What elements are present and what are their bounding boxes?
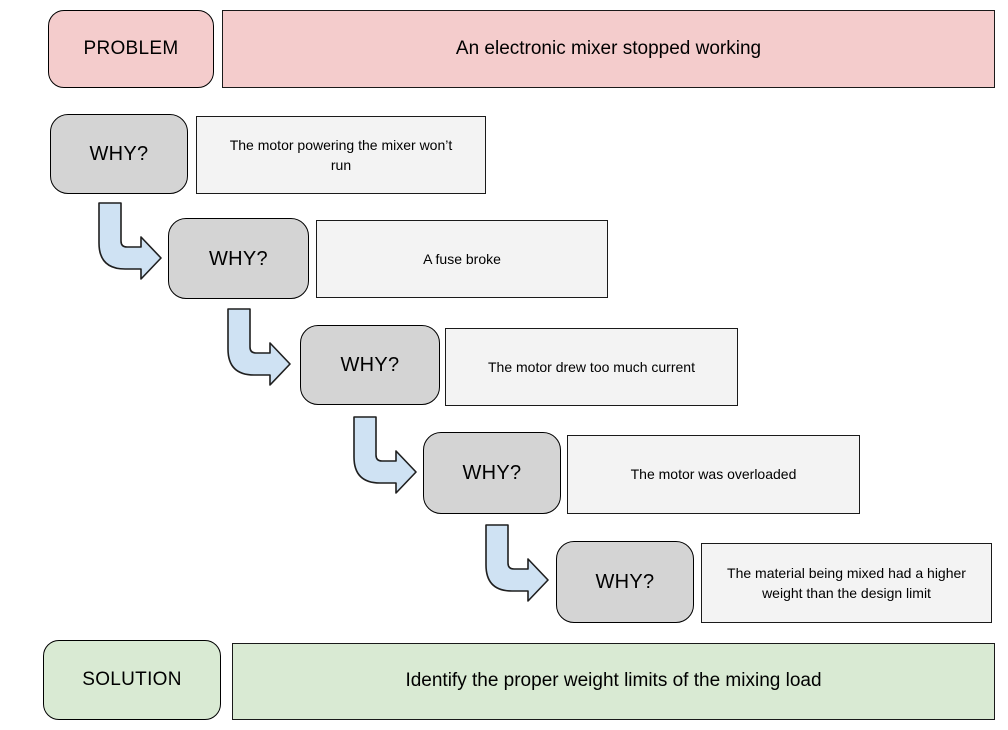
why-2-label: WHY? xyxy=(209,247,268,270)
bent-arrow-icon-1 xyxy=(97,202,163,280)
problem-text: An electronic mixer stopped working xyxy=(455,37,762,59)
why-5-label: WHY? xyxy=(595,571,655,593)
bent-arrow-icon-3 xyxy=(352,416,418,494)
why-1-answer-box: The motor powering the mixer won’t run xyxy=(196,116,486,194)
why-4-answer: The motor was overloaded xyxy=(630,466,797,483)
why-2-answer-box: A fuse broke xyxy=(316,220,608,298)
solution-text: Identify the proper weight limits of the… xyxy=(405,670,822,692)
why-5-answer-box: The material being mixed had a higher we… xyxy=(701,543,992,623)
why-2-answer: A fuse broke xyxy=(423,250,501,267)
why-1-label-box: WHY? xyxy=(50,114,188,194)
why-4-label-box: WHY? xyxy=(423,432,561,514)
problem-text-box: An electronic mixer stopped working xyxy=(222,10,995,88)
problem-label: PROBLEM xyxy=(83,37,179,59)
bent-arrow-icon-4 xyxy=(484,524,550,602)
why-1-answer: The motor powering the mixer won’t run xyxy=(229,136,453,173)
why-4-label: WHY? xyxy=(462,462,522,484)
why-5-answer: The material being mixed had a higher we… xyxy=(727,564,966,601)
solution-label: SOLUTION xyxy=(82,668,182,690)
why-3-answer: The motor drew too much current xyxy=(488,358,695,375)
bent-arrow-icon-2 xyxy=(226,308,292,386)
problem-label-box: PROBLEM xyxy=(48,10,214,88)
why-4-answer-box: The motor was overloaded xyxy=(567,435,860,514)
solution-text-box: Identify the proper weight limits of the… xyxy=(232,643,995,720)
why-3-label-box: WHY? xyxy=(300,325,440,405)
why-3-answer-box: The motor drew too much current xyxy=(445,328,738,406)
solution-label-box: SOLUTION xyxy=(43,640,221,720)
why-1-label: WHY? xyxy=(89,143,149,165)
why-3-label: WHY? xyxy=(340,354,400,376)
why-5-label-box: WHY? xyxy=(556,541,694,623)
why-2-label-box: WHY? xyxy=(168,218,309,299)
